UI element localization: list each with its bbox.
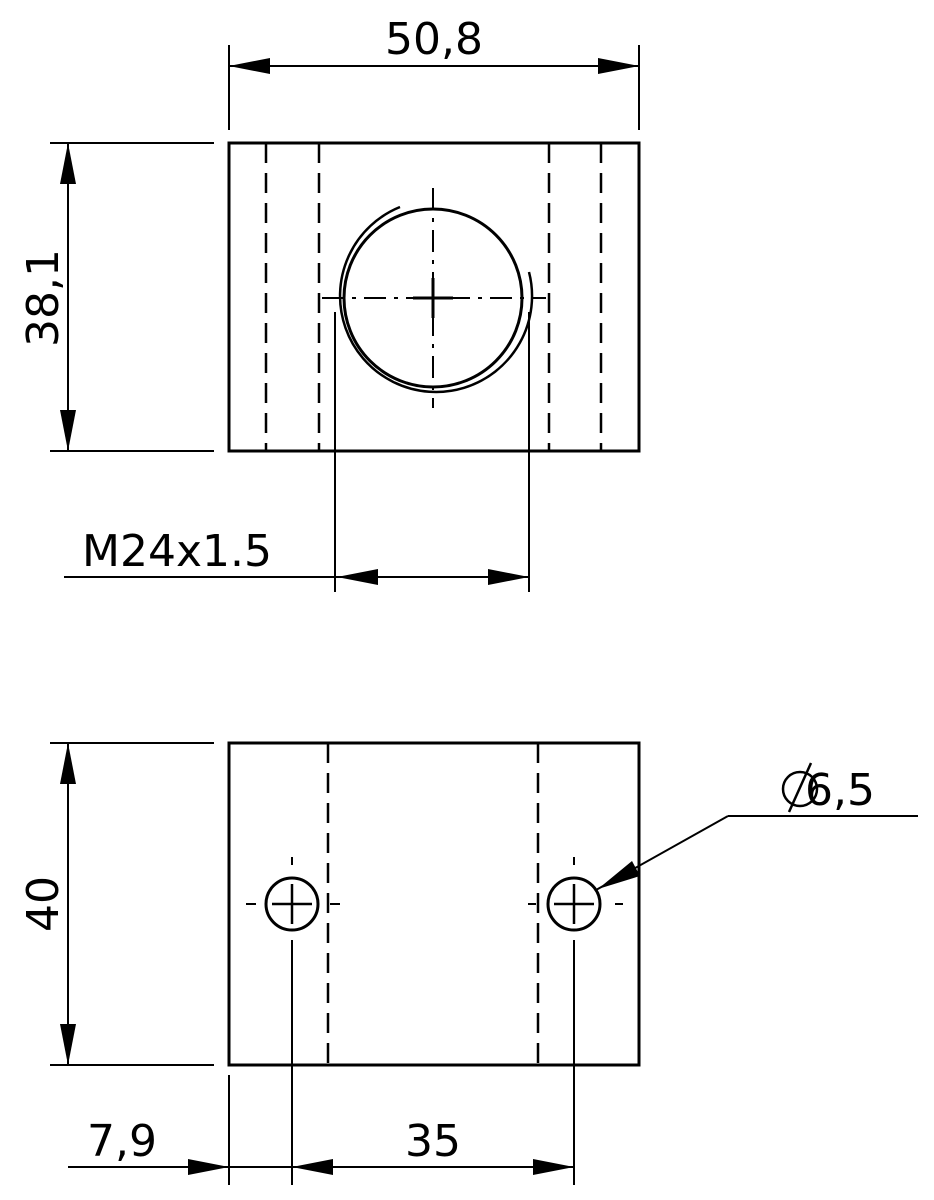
mounting-hole-right: [546, 876, 602, 932]
spacing-dimension-label: 35: [405, 1116, 461, 1167]
arrow-icon: [337, 569, 378, 585]
arrow-icon: [598, 861, 640, 889]
arrow-icon: [60, 143, 76, 184]
height-dimension-label: 38,1: [18, 249, 69, 347]
arrow-icon: [533, 1159, 574, 1175]
arrow-icon: [188, 1159, 229, 1175]
arrow-icon: [488, 569, 529, 585]
diameter-symbol-icon: [781, 762, 819, 813]
top-view-outline: [227, 141, 641, 453]
arrowheads: [60, 58, 640, 1175]
arrow-icon: [60, 410, 76, 451]
arrow-icon: [292, 1159, 333, 1175]
hole-diameter-label: 6,5: [805, 765, 875, 816]
thread-arc: [338, 205, 534, 394]
bottom-view-outline: [227, 741, 641, 1067]
offset-dimension-label: 7,9: [87, 1116, 157, 1167]
arrow-icon: [598, 58, 639, 74]
thread-dimension-label: M24x1.5: [82, 526, 272, 577]
bottom-height-dimension-label: 40: [18, 876, 69, 932]
bottom-view: [50, 741, 918, 1185]
mounting-hole-left: [264, 876, 320, 932]
width-dimension-label: 50,8: [385, 14, 483, 65]
arrow-icon: [60, 743, 76, 784]
arrow-icon: [229, 58, 270, 74]
arrow-icon: [60, 1024, 76, 1065]
top-view: [50, 45, 641, 592]
